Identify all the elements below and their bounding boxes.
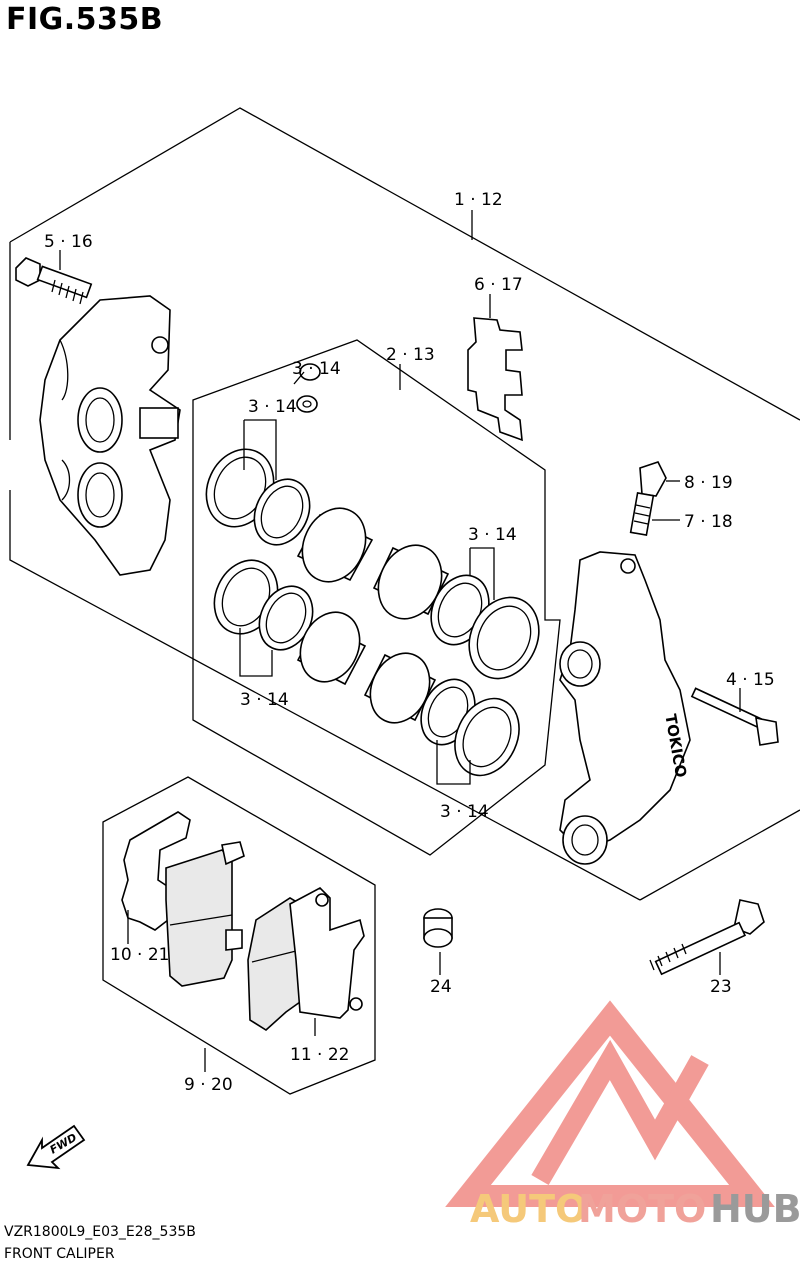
lower-piston-row (213, 559, 520, 777)
callout-11-22: 11 · 22 (290, 1045, 349, 1065)
leader-lines (59, 210, 741, 1072)
callout-24: 24 (430, 977, 452, 997)
callout-9-20: 9 · 20 (184, 1075, 233, 1095)
figure-title: FIG.535B (6, 2, 164, 37)
pad-set-frame (102, 776, 376, 1095)
caliper-mounting-bolt (15, 257, 93, 305)
fwd-arrow: FWD (26, 1124, 86, 1170)
outer-caliper-half (39, 295, 181, 576)
small-seal-washers (296, 363, 321, 413)
figure-name: FRONT CALIPER (4, 1246, 115, 1262)
callout-3-14-c: 3 · 14 (468, 525, 517, 545)
inner-caliper-half: TOKICO (559, 551, 691, 865)
bleeder-valve (629, 461, 667, 537)
brake-pad-right (247, 887, 365, 1031)
callout-23: 23 (710, 977, 732, 997)
spacer (423, 908, 453, 948)
model-code: VZR1800L9_E03_E28_535B (4, 1224, 196, 1240)
callout-8-19: 8 · 19 (684, 473, 733, 493)
brake-pad-left (121, 811, 245, 987)
watermark-text: AUTO MOTO HUB (470, 1187, 800, 1231)
callout-3-14-d: 3 · 14 (240, 690, 289, 710)
svg-text:HUB: HUB (710, 1187, 800, 1231)
svg-text:AUTO: AUTO (470, 1187, 587, 1231)
upper-piston-row (205, 448, 540, 680)
watermark-logo (445, 1000, 775, 1207)
callout-10-21: 10 · 21 (110, 945, 169, 965)
callout-5-16: 5 · 16 (44, 232, 93, 252)
main-assembly-frame (9, 107, 800, 901)
callout-1-12: 1 · 12 (454, 190, 503, 210)
callout-6-17: 6 · 17 (474, 275, 523, 295)
callout-2-13: 2 · 13 (386, 345, 435, 365)
svg-text:MOTO: MOTO (578, 1187, 706, 1231)
pad-spring (467, 317, 523, 442)
callout-3-14-e: 3 · 14 (440, 802, 489, 822)
callout-7-18: 7 · 18 (684, 512, 733, 532)
callout-3-14-a: 3 · 14 (292, 359, 341, 379)
piston-kit-frame (192, 339, 561, 856)
callout-4-15: 4 · 15 (726, 670, 775, 690)
pad-pin (690, 687, 779, 746)
caliper-mounting-bolt-long (649, 899, 765, 976)
callout-3-14-b: 3 · 14 (248, 397, 297, 417)
